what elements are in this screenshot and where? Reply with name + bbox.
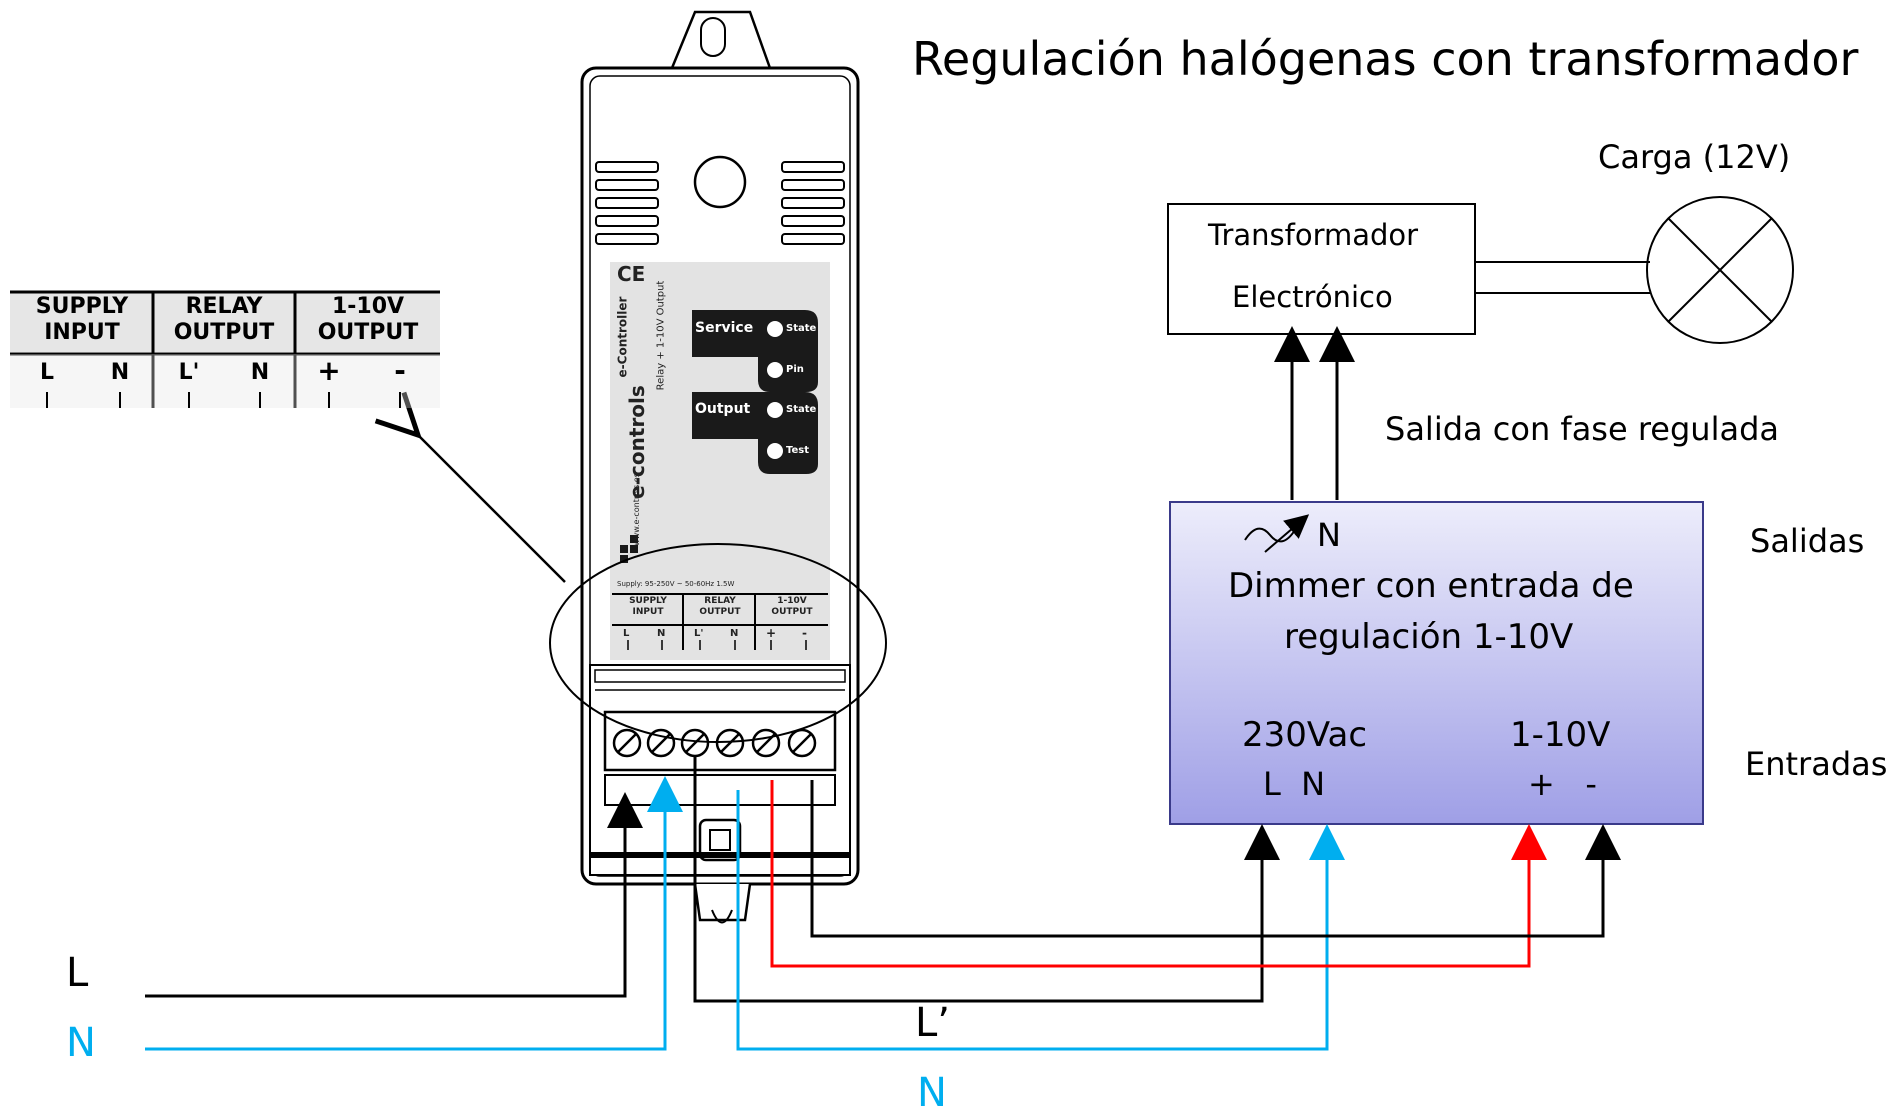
model-text: e-Controller [615,296,630,378]
wire-N2-label: N [917,1070,947,1116]
output-test-button[interactable] [767,443,783,459]
highlight-ellipse [549,543,887,743]
device-terminal-L-prime: L' [694,628,704,639]
load-label: Carga (12V) [1598,138,1791,176]
supply-spec-text: Supply: 95-250V ~ 50-60Hz 1.5W [617,580,735,588]
dimmer-input-ln-label: L N [1263,765,1326,803]
service-pin-button[interactable] [767,362,783,378]
terminal-L-prime: L' [178,360,200,385]
wire-L-label: L [66,950,89,996]
output-label: Output [695,401,751,417]
e-controller-device [580,10,860,924]
table-header-supply: SUPPLY INPUT [35,294,129,345]
wire-N-relay [736,790,1345,1051]
device-terminal-N: N [657,628,666,639]
outputs-label: Salidas [1750,522,1865,560]
zoom-pointer-arrow [418,435,566,583]
vent-right [781,161,845,245]
vent-left [595,161,659,245]
device-terminal-plus: + [766,626,777,640]
dimmer-symbol-icon [1244,514,1310,553]
diagram-title: Regulación halógenas con transformador [912,32,1859,86]
transformer-box [1167,203,1476,335]
dimmer-label-line2: regulación 1-10V [1284,617,1574,657]
terminal-N-relay: N [250,360,270,385]
model-sub-text: Relay + 1-10V Output [655,280,667,391]
device-header-1-10v: 1-10V OUTPUT [771,596,813,617]
wire-plus-1-10v [770,780,1547,968]
terminal-L: L [39,360,55,385]
lamp-icon [1646,196,1794,344]
service-state-led [767,321,783,337]
device-header-relay: RELAY OUTPUT [699,596,741,617]
wire-minus-1-10v [810,780,1621,938]
ce-mark: CE [617,262,646,286]
inputs-label: Entradas [1745,745,1888,783]
website-text: www.e-controls.es [631,473,641,546]
service-label: Service [695,320,754,336]
output-phase-label: Salida con fase regulada [1385,410,1779,448]
table-header-1-10v: 1-10V OUTPUT [317,294,419,345]
mounting-hole [693,155,747,209]
dimmer-output-n-label: N [1317,516,1341,554]
wire-L-prime-label: L’ [915,1000,950,1046]
service-block [692,310,818,392]
wire-N-label: N [66,1020,96,1066]
wire-L-prime [693,755,1280,1003]
transformer-label-line1: Transformador [1208,218,1419,252]
dimmer-input-110-label: 1-10V [1510,715,1611,755]
device-terminal-N-relay: N [730,628,739,639]
dimmer-input-230-label: 230Vac [1242,715,1368,755]
device-terminal-table [612,593,828,650]
output-block [692,392,818,474]
terminal-minus: - [394,354,406,387]
output-state-led [767,402,783,418]
terminal-N: N [110,360,130,385]
transformer-label-line2: Electrónico [1232,280,1393,314]
terminal-screws[interactable] [612,728,817,758]
terminal-plus: + [317,354,341,387]
dimmer-label-line1: Dimmer con entrada de [1228,566,1634,606]
device-header-supply: SUPPLY INPUT [629,596,667,617]
service-pin-label: Pin [786,364,804,375]
table-header-relay: RELAY OUTPUT [173,294,275,345]
output-test-label: Test [786,445,810,456]
wire-L-supply [145,792,643,998]
device-terminal-L: L [623,628,630,639]
output-state-label: State [786,404,817,415]
brand-logo-icon [620,535,638,563]
dimmer-input-pm-label: + - [1528,765,1597,803]
wire-N-supply [145,776,683,1051]
dimmer-box [1169,501,1704,825]
service-state-label: State [786,323,817,334]
device-terminal-minus: - [802,626,807,640]
terminal-table-zoom [10,290,440,408]
